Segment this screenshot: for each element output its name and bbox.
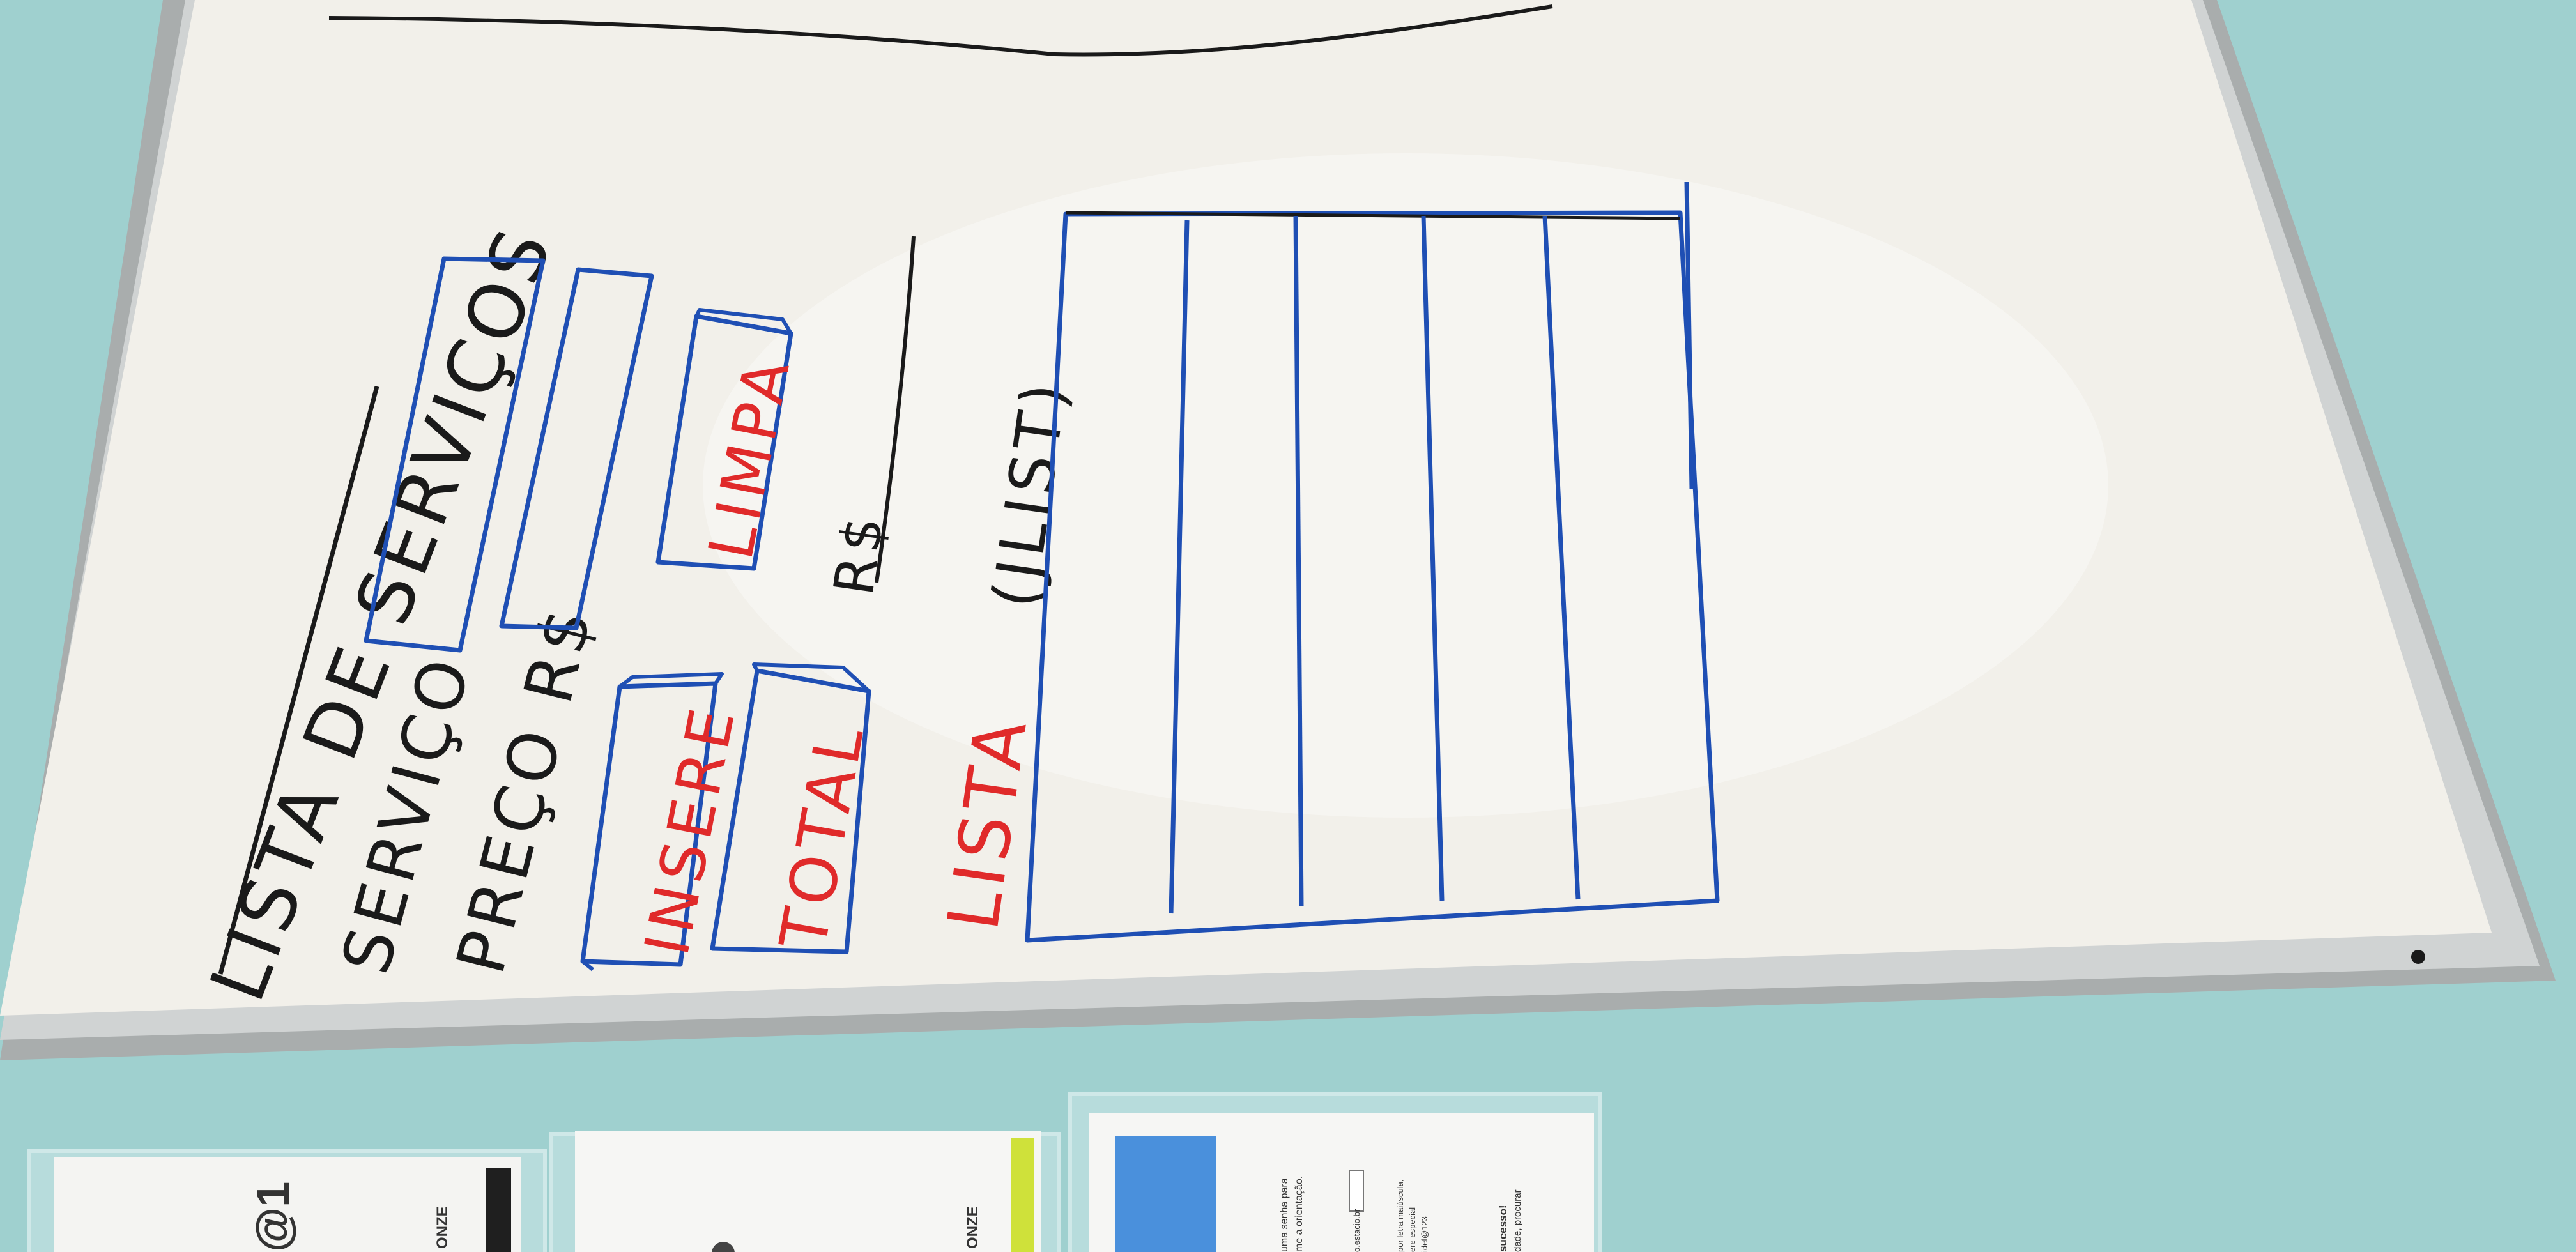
poster-right-line: sucesso! (1497, 1205, 1509, 1252)
poster-right-line: dade, procurar (1512, 1189, 1523, 1252)
top-black-stroke (328, 4, 1553, 57)
list-row-divider (1542, 215, 1581, 900)
poster-right-image (1115, 1136, 1216, 1252)
list-row-divider (1421, 215, 1445, 901)
poster-right-line: idef@123 (1420, 1216, 1429, 1252)
poster-left-word: ONZE (434, 1206, 451, 1249)
service-field (364, 256, 546, 653)
list-row-divider (1293, 215, 1304, 906)
poster-right-line: ere especial (1407, 1207, 1417, 1252)
poster-right-line: uma senha para (1279, 1178, 1290, 1252)
list-row-divider (1169, 220, 1190, 914)
price-field (499, 267, 654, 630)
poster-right-line: me a orientação. (1294, 1176, 1305, 1252)
frame-screw (2411, 950, 2425, 964)
whiteboard-surface (0, 0, 2492, 1016)
poster-middle-word: ONZE (964, 1206, 981, 1249)
total-value-line (875, 236, 916, 583)
poster-left: @1 ONZE (27, 1149, 547, 1252)
title-underline (218, 386, 379, 975)
poster-right-line: por letra maiúscula, (1395, 1180, 1405, 1252)
board-glare (703, 153, 2108, 818)
poster-right: uma senha para me a orientação. o.estaci… (1068, 1092, 1602, 1252)
list-box (1025, 181, 1720, 943)
poster-middle: ONZE (549, 1131, 1061, 1252)
poster-right-line: o.estacio.br (1352, 1209, 1361, 1252)
poster-left-fragment: @1 (248, 1182, 299, 1252)
